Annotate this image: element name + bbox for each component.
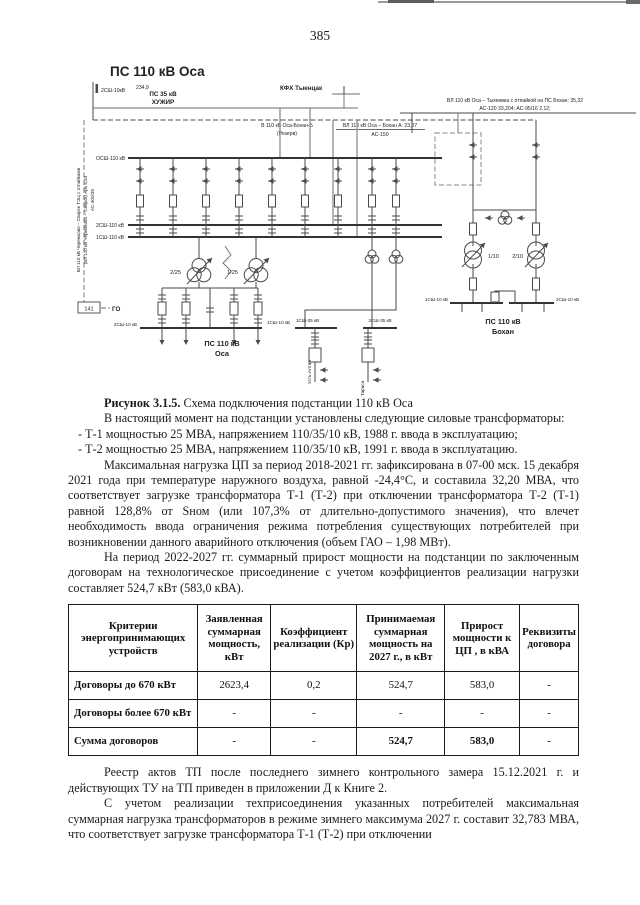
ps35-label: ПС 35 кВ <box>149 91 177 98</box>
line-bohan-labels: В 110 кВ Оса-Бохан-Б (Резерв) ВЛ 110 кВ … <box>261 123 425 138</box>
table-cell: Договоры более 670 кВт <box>67 699 199 729</box>
vl-tyheevka-wire: АС-120 33,204; АС-95/16 2,12; <box>479 106 550 112</box>
transformer-t2-label: 2/25 <box>170 270 181 276</box>
table-row: Договоры более 670 кВт----- <box>67 699 579 729</box>
table-cell: Договоры до 670 кВт <box>67 671 199 701</box>
bus-tick-label: 2СШ-10кВ <box>101 88 126 94</box>
go-label: ГО <box>112 306 120 313</box>
paragraph-t2: - Т-2 мощностью 25 МВА, напряжением 110/… <box>78 442 518 457</box>
paragraph-t1: - Т-1 мощностью 25 МВА, напряжением 110/… <box>78 426 518 441</box>
bus-1ssh-110-label: 1СШ-110 кВ <box>96 235 125 241</box>
table-cell: - <box>443 699 521 729</box>
table-cell: - <box>270 699 358 729</box>
figure-caption-number: Рисунок 3.1.5. <box>104 396 181 410</box>
transformer-t1-label: 1/25 <box>227 270 238 276</box>
vl-cheremhovo-1: ВЛ 110 кВ Черемхово – Свирск ТЭЦ с отпай… <box>75 167 81 272</box>
feeder-ust-altan-label: Усть-Алтан <box>307 360 312 384</box>
table-cell: - <box>519 727 579 757</box>
ps-osa-label: ПС 110 кВ <box>204 339 239 348</box>
bohan-bus-2-label: 2СШ-10 кВ <box>556 297 579 302</box>
top-labels: 2СШ-10кВ 234,9 ПС 35 кВ ХУЖИР КФХ Тыенца… <box>95 84 360 106</box>
table-header-cell: Реквизиты договора <box>519 604 579 673</box>
table-header-cell: Принимаемая суммарная мощность на 2027 г… <box>356 604 445 673</box>
v-osa-bohan-b-2: (Резерв) <box>277 131 297 137</box>
table-cell: - <box>356 699 445 729</box>
kfh-label: КФХ Тыенцак <box>280 85 323 92</box>
paragraph-registry: Реестр актов ТП после последнего зимнего… <box>68 765 579 795</box>
table-cell: 524,7 <box>356 727 445 757</box>
text-column: Рисунок 3.1.5. Схема подключения подстан… <box>67 396 579 842</box>
figure-caption: Рисунок 3.1.5. Схема подключения подстан… <box>68 396 579 411</box>
scan-artifact-corner <box>626 0 640 4</box>
table-cell: - <box>519 699 579 729</box>
tick-value: 234,9 <box>136 85 149 91</box>
bus-osh-110-label: ОСШ-110 кВ <box>96 156 126 162</box>
scan-artifact-smudge <box>388 0 434 3</box>
bus-2ssh-35-label: 2СШ-35 кВ <box>368 318 391 323</box>
table-header-cell: Заявленная суммарная мощность, кВт <box>197 604 272 673</box>
page-number: 385 <box>309 28 331 43</box>
feeder-tarasa-label: Тараса <box>360 380 365 396</box>
table-cell: - <box>519 671 579 701</box>
bus-2ssh-10-label: 2СШ-10 кВ <box>114 322 137 327</box>
bohan-section: 1/10 2/10 1СШ-10 кВ 2СШ-10 кВ ПС 110 кВ … <box>425 113 579 336</box>
table-cell: 583,0 <box>443 671 521 701</box>
table-cell: - <box>197 727 272 757</box>
figure-caption-text: Схема подключения подстанции 110 кВ Оса <box>180 396 413 410</box>
table-header-cell: Критерии энергопринимающих устройств <box>67 604 199 673</box>
table-cell: - <box>270 727 358 757</box>
table-cell: 2623,4 <box>197 671 272 701</box>
paragraph-growth: На период 2022-2027 гг. суммарный прирос… <box>68 550 579 595</box>
vl-tyheevka: ВЛ 110 кВ Оса – Тыхеевка с отпайкой на П… <box>447 97 583 104</box>
table-cell: Сумма договоров <box>67 727 199 757</box>
table-header-cell: Коэффициент реализации (Кр) <box>270 604 358 673</box>
substation-schematic: ПС 110 кВ Оса 2СШ-10кВ 234,9 ПС 35 кВ ХУ… <box>75 64 636 396</box>
bus-1ssh-35-label: 1СШ-35 кВ <box>296 318 319 323</box>
tower-141: 141 <box>84 307 93 313</box>
osa-35kv-section: 1СШ-35 кВ 2СШ-35 кВ Усть-Алтан Тараса <box>295 237 404 396</box>
ps-osa-label-2: Оса <box>215 349 230 358</box>
line-tyheevka-labels: ВЛ 110 кВ Оса – Тыхеевка с отпайкой на П… <box>447 97 583 112</box>
paragraph-transformers-intro: В настоящий момент на подстанции установ… <box>104 411 565 426</box>
bus-2ssh-110-label: 2СШ-110 кВ <box>96 223 125 229</box>
osa-10kv-section: 2СШ-10 кВ 1СШ-10 кВ ПС 110 кВ Оса <box>114 287 290 358</box>
table-cell: - <box>197 699 272 729</box>
vl-osa-bohan-a-2: АС-150 <box>371 132 388 138</box>
buses-110kv: ОСШ-110 кВ 2СШ-110 кВ 1СШ-110 кВ <box>96 156 442 241</box>
vl-cheremhovo-2: (ВЛ 110 кВ Черемхово – Свирск) Арх 5,44 <box>83 175 88 264</box>
transformer-t1: 1/25 <box>222 237 270 288</box>
table-cell: 524,7 <box>356 671 445 701</box>
v-osa-bohan-b: В 110 кВ Оса-Бохан-Б <box>261 123 313 129</box>
transformer-2-10-label: 2/10 <box>512 254 523 260</box>
bohan-bus-1-label: 1СШ-10 кВ <box>425 297 448 302</box>
paragraph-2027-load: С учетом реализации техприсоединения ука… <box>68 796 579 841</box>
transformer-t2: 2/25 <box>170 237 213 288</box>
bus-1ssh-10-label: 1СШ-10 кВ <box>267 320 290 325</box>
paragraph-max-load: Максимальная нагрузка ЦП за период 2018-… <box>68 457 579 549</box>
diagram-title: ПС 110 кВ Оса <box>110 64 205 79</box>
ps-bohan-label-2: Бохан <box>492 327 514 336</box>
vl-cheremhovo-wire: АС-300/39 <box>90 189 95 211</box>
top-wiring <box>92 82 636 237</box>
table-cell: 0,2 <box>270 671 358 701</box>
vl-osa-bohan-a: ВЛ 110 кВ Оса – Бохан А: 23,07 <box>343 123 417 129</box>
transformer-1-10-label: 1/10 <box>488 254 499 260</box>
scan-artifact-line <box>378 1 640 3</box>
line-cheremhovo-annotation: ВЛ 110 кВ Черемхово – Свирск ТЭЦ с отпай… <box>75 120 120 314</box>
table-cell: 583,0 <box>443 727 521 757</box>
ps-bohan-label: ПС 110 кВ <box>485 317 520 326</box>
ps35-label-2: ХУЖИР <box>152 99 175 106</box>
table-header-cell: Прирост мощности к ЦП , в кВА <box>443 604 521 673</box>
